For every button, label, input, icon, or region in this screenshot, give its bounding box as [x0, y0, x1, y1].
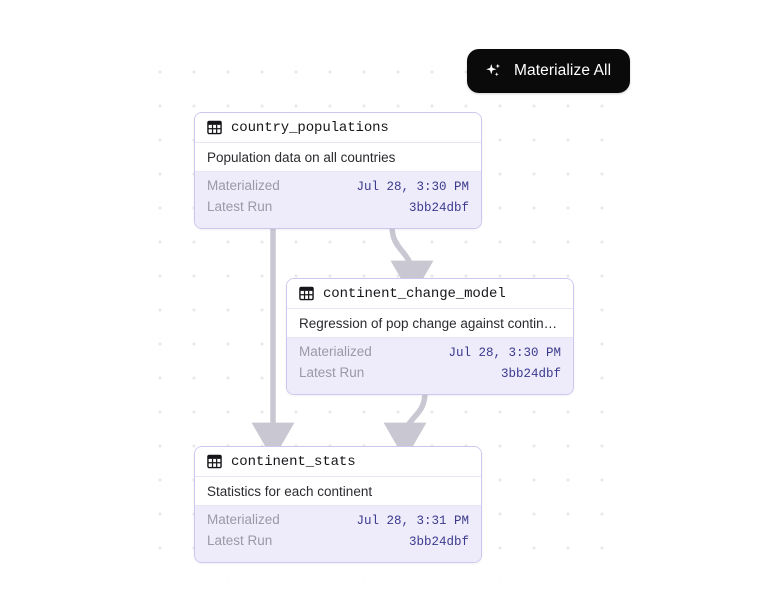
latest-run-label: Latest Run	[299, 365, 365, 380]
node-header[interactable]: country_populations	[195, 113, 481, 143]
node-footer: Materialized Jul 28, 3:31 PM Latest Run …	[195, 506, 481, 562]
node-description: Statistics for each continent	[195, 477, 481, 506]
materialized-label: Materialized	[207, 512, 280, 527]
edge-continent-change-model-to-continent-stats	[383, 391, 428, 460]
node-materialized-row: Materialized Jul 28, 3:30 PM	[207, 178, 469, 199]
materialized-value: Jul 28, 3:31 PM	[356, 514, 469, 528]
edge-country-populations-to-continent-change-model	[389, 225, 434, 298]
node-title: continent_change_model	[323, 285, 506, 302]
node-materialized-row: Materialized Jul 28, 3:30 PM	[299, 344, 561, 365]
materialized-label: Materialized	[207, 178, 280, 193]
materialize-all-label: Materialize All	[514, 62, 612, 80]
materialized-value: Jul 28, 3:30 PM	[356, 180, 469, 194]
node-footer: Materialized Jul 28, 3:30 PM Latest Run …	[195, 172, 481, 228]
materialize-all-button[interactable]: Materialize All	[467, 49, 631, 93]
dag-node-continent-change-model[interactable]: continent_change_model Regression of pop…	[286, 278, 574, 395]
latest-run-value[interactable]: 3bb24dbf	[500, 367, 561, 381]
node-title: country_populations	[231, 119, 389, 136]
node-materialized-row: Materialized Jul 28, 3:31 PM	[207, 512, 469, 533]
dag-node-continent-stats[interactable]: continent_stats Statistics for each cont…	[194, 446, 482, 563]
materialized-value: Jul 28, 3:30 PM	[448, 346, 561, 360]
latest-run-value[interactable]: 3bb24dbf	[408, 201, 469, 215]
latest-run-value[interactable]: 3bb24dbf	[408, 535, 469, 549]
node-latest-run-row: Latest Run 3bb24dbf	[207, 533, 469, 554]
table-icon	[207, 120, 222, 135]
node-description: Population data on all countries	[195, 143, 481, 172]
node-latest-run-row: Latest Run 3bb24dbf	[207, 199, 469, 220]
latest-run-label: Latest Run	[207, 533, 273, 548]
node-title: continent_stats	[231, 453, 356, 470]
latest-run-label: Latest Run	[207, 199, 273, 214]
sparkle-icon	[486, 63, 501, 76]
materialized-label: Materialized	[299, 344, 372, 359]
node-description: Regression of pop change against contine…	[287, 309, 573, 338]
table-icon	[299, 286, 314, 301]
dag-node-country-populations[interactable]: country_populations Population data on a…	[194, 112, 482, 229]
node-footer: Materialized Jul 28, 3:30 PM Latest Run …	[287, 338, 573, 394]
node-header[interactable]: continent_change_model	[287, 279, 573, 309]
node-latest-run-row: Latest Run 3bb24dbf	[299, 365, 561, 386]
node-header[interactable]: continent_stats	[195, 447, 481, 477]
table-icon	[207, 454, 222, 469]
